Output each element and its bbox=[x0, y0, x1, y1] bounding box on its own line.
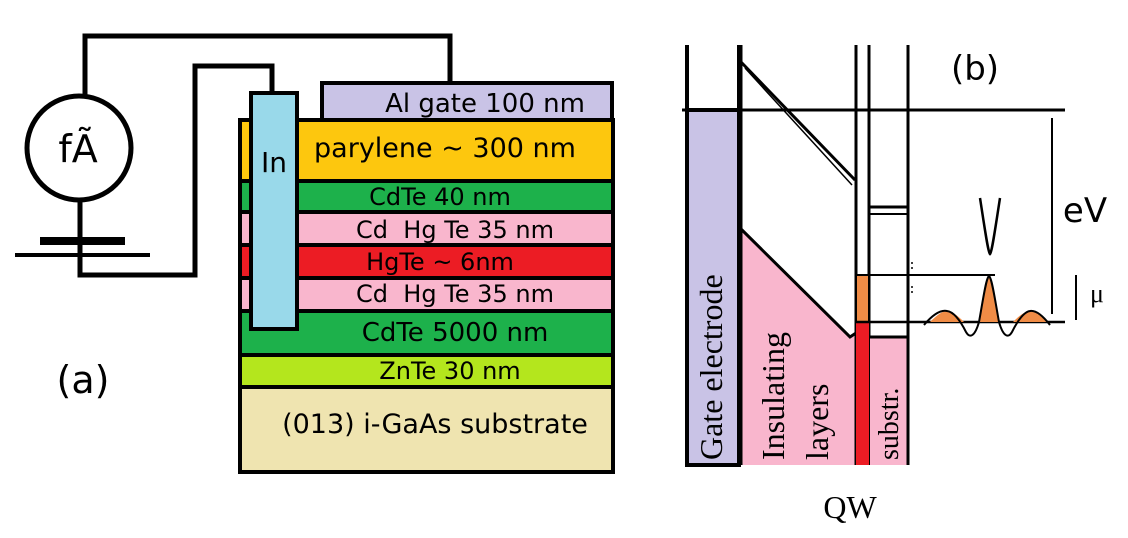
peak-center-fill bbox=[979, 276, 999, 322]
dip-signal bbox=[978, 197, 1002, 256]
oscillation-trace bbox=[923, 274, 1051, 337]
label-al-gate: Al gate 100 nm bbox=[385, 89, 585, 119]
layer-stack bbox=[238, 81, 615, 474]
layer-znte bbox=[238, 353, 615, 389]
battery-icon bbox=[15, 237, 150, 257]
panel-b: eV μ Gate electrode Insulating layers su… bbox=[682, 45, 1107, 525]
layer-substrate bbox=[238, 385, 615, 474]
gate-electrode-label: Gate electrode bbox=[693, 274, 729, 460]
wire-gate bbox=[82, 33, 453, 97]
insulating-fill bbox=[741, 229, 856, 465]
wire-contact bbox=[77, 63, 275, 278]
oscillation-curve bbox=[923, 274, 1051, 337]
insulating-label-1: Insulating bbox=[755, 332, 791, 460]
insulating-label-2: layers bbox=[799, 384, 835, 460]
indium-label: In bbox=[261, 146, 287, 179]
label-hgte: HgTe ~ 6nm bbox=[366, 248, 514, 276]
layer-al-gate bbox=[320, 81, 614, 122]
qw-label: QW bbox=[823, 489, 877, 525]
label-cdte-5000: CdTe 5000 nm bbox=[362, 318, 549, 348]
layer-labels: Al gate 100 nm parylene ~ 300 nm CdTe 40… bbox=[282, 89, 588, 440]
peak-left-fill bbox=[930, 311, 964, 322]
layer-cdhgte-top bbox=[238, 210, 615, 247]
qw-filled bbox=[855, 274, 870, 323]
panel-b-label: (b) bbox=[951, 49, 999, 89]
label-cdhgte-top: Cd Hg Te 35 nm bbox=[356, 216, 554, 244]
layer-cdhgte-bot bbox=[238, 276, 615, 313]
panel-a-label: (a) bbox=[57, 358, 110, 402]
circuit-wires bbox=[77, 33, 453, 278]
substr-region bbox=[870, 337, 908, 465]
mu-label: μ bbox=[1090, 279, 1104, 308]
substr-label: substr. bbox=[874, 388, 905, 460]
label-znte: ZnTe 30 nm bbox=[379, 357, 520, 385]
qw-red bbox=[856, 322, 869, 465]
label-substrate: (013) i-GaAs substrate bbox=[282, 409, 588, 440]
insulator-top-edge-2 bbox=[744, 67, 853, 186]
insulator-band-edge bbox=[739, 227, 857, 339]
label-cdhgte-bot: Cd Hg Te 35 nm bbox=[356, 280, 554, 308]
layer-cdte-5000 bbox=[238, 309, 615, 357]
label-parylene: parylene ~ 300 nm bbox=[314, 133, 576, 164]
indium-contact bbox=[249, 91, 299, 331]
ammeter-label: fÃ bbox=[58, 127, 97, 171]
ev-label: eV bbox=[1063, 191, 1107, 231]
layer-cdte-40 bbox=[238, 179, 615, 214]
insulator-top-edge bbox=[739, 60, 857, 182]
peak-right-fill bbox=[1013, 311, 1047, 322]
label-cdte-40: CdTe 40 nm bbox=[369, 183, 511, 211]
panel-a: fÃ In Al gate 100 nm parylene ~ 300 nm C… bbox=[15, 33, 615, 474]
